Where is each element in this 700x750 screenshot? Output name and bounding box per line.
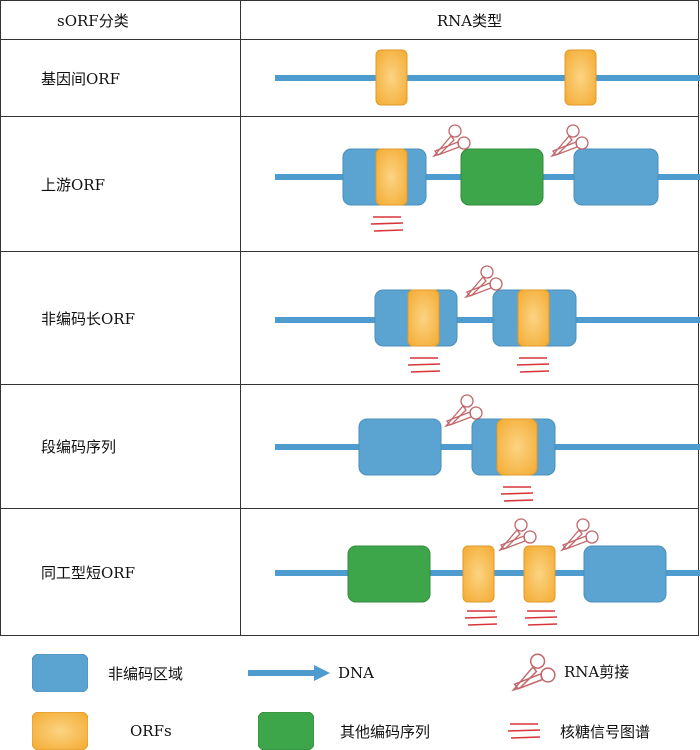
ribo-legend-icon [507, 723, 541, 739]
dna-arrow-icon [248, 665, 330, 681]
noncoding-region [583, 545, 667, 603]
rna-cell-lncrna [240, 251, 700, 385]
row-label-upstream: 上游ORF [0, 116, 241, 252]
scissors-icon [497, 518, 537, 552]
orf-block [564, 49, 597, 106]
sorf-table: sORF分类 RNA类型 基因间ORF 上游ORF [0, 0, 700, 636]
scissors-icon [463, 265, 503, 299]
segment-track [275, 394, 700, 502]
orf-block [407, 289, 440, 347]
ribo-signal-icon [370, 216, 404, 232]
intergenic-track [275, 49, 700, 106]
upstream-track [275, 124, 700, 232]
ribo-signal-icon [516, 357, 550, 373]
lncrna-track [275, 265, 700, 373]
scissors-icon [431, 124, 471, 158]
ribo-signal-icon [500, 486, 534, 502]
orf-block [523, 545, 556, 603]
other-coding-swatch [258, 712, 314, 750]
legend-item-orf: ORFs [32, 712, 172, 750]
scissors-icon [559, 518, 599, 552]
orf-swatch [32, 712, 88, 750]
legend-label-noncoding: 非编码区域 [108, 664, 184, 683]
row-label-intergenic: 基因间ORF [0, 39, 241, 117]
orf-block [517, 289, 550, 347]
other-coding-region [460, 148, 544, 206]
legend-item-splice: RNA剪接 [504, 648, 629, 694]
legend-label-orf: ORFs [130, 722, 172, 740]
legend-item-noncoding: 非编码区域 [32, 654, 183, 692]
orf-block [375, 148, 408, 206]
row-label-segment: 段编码序列 [0, 384, 241, 509]
legend-item-dna: DNA [246, 658, 374, 688]
ribo-signal-icon [464, 610, 498, 626]
legend-label-splice: RNA剪接 [564, 662, 630, 681]
row-label-isoform: 同工型短ORF [0, 508, 241, 636]
rna-cell-isoform [240, 508, 700, 636]
other-coding-region [347, 545, 431, 603]
legend-label-other-coding: 其他编码序列 [340, 722, 431, 741]
rna-cell-intergenic [240, 39, 700, 117]
ribo-signal-icon [407, 357, 441, 373]
orf-block [496, 418, 538, 476]
header-sorf-class: sORF分类 [0, 0, 241, 40]
sorf-diagram: sORF分类 RNA类型 基因间ORF 上游ORF [0, 0, 700, 636]
legend-item-ribo: 核糖信号图谱 [506, 716, 650, 746]
ribo-signal-icon [524, 610, 558, 626]
scissors-icon [443, 394, 483, 428]
noncoding-swatch [32, 654, 88, 692]
rna-cell-upstream [240, 116, 700, 252]
orf-block [462, 545, 495, 603]
row-label-lncrna: 非编码长ORF [0, 251, 241, 385]
rna-cell-segment [240, 384, 700, 509]
legend: 非编码区域 DNA RNA剪接 ORFs 其他编码序列 核糖信号图谱 [0, 634, 700, 750]
legend-label-dna: DNA [338, 664, 374, 682]
noncoding-region [573, 148, 659, 206]
legend-label-ribo: 核糖信号图谱 [560, 722, 651, 741]
isoform-track [275, 518, 700, 626]
header-rna-type: RNA类型 [240, 0, 699, 40]
splice-scissors-icon [511, 653, 556, 692]
noncoding-region [358, 418, 442, 476]
scissors-icon [549, 124, 589, 158]
orf-block [375, 49, 408, 106]
legend-item-other-coding: 其他编码序列 [258, 712, 430, 750]
